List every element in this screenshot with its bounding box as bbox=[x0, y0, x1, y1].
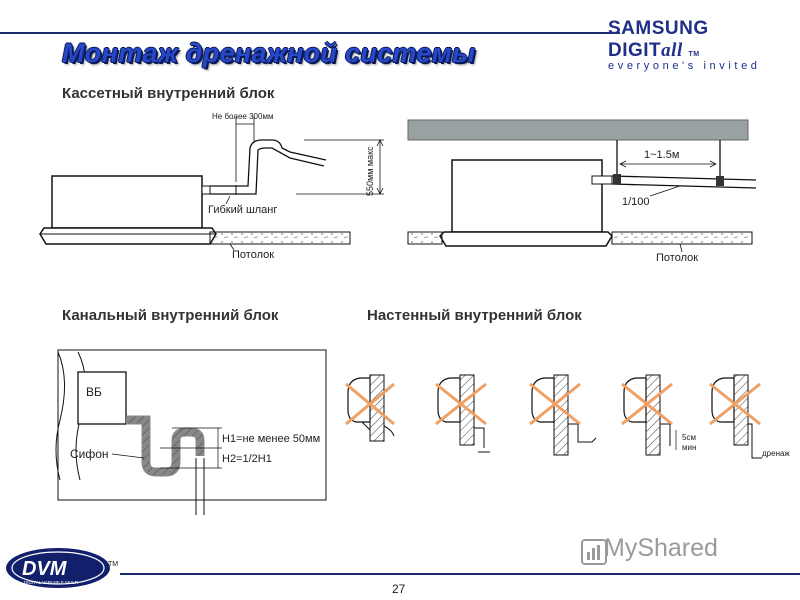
wall-variant-4: 5см мин bbox=[621, 374, 696, 456]
watermark-icon bbox=[581, 539, 607, 565]
cassette-unit-body bbox=[51, 175, 203, 229]
samsung-brand-logo: SAMSUNG DIGITall TM everyone's invited bbox=[608, 18, 786, 72]
page-title: Монтаж дренажной системы bbox=[62, 38, 476, 68]
cross-mark-5 bbox=[709, 382, 761, 426]
page-number: 27 bbox=[392, 582, 406, 596]
overhead-slab bbox=[407, 119, 749, 141]
label-slope: 1/100 bbox=[622, 196, 650, 208]
label-ceiling-left: Потолок bbox=[232, 249, 274, 261]
wall-variant-2 bbox=[435, 374, 490, 453]
label-unit: ВБ bbox=[86, 385, 102, 399]
label-support-spacing: 1~1.5м bbox=[644, 149, 679, 161]
wall-variant-1 bbox=[345, 374, 395, 442]
cassette-left-diagram: Не более 300мм 550мм макс Гибкий шланг П… bbox=[39, 112, 384, 261]
label-h2: H2=1/2H1 bbox=[222, 453, 272, 465]
section-label-cassette: Кассетный внутренний блок bbox=[62, 85, 275, 102]
duct-unit-box bbox=[77, 371, 127, 425]
cassette-panel bbox=[39, 227, 217, 245]
watermark-text: MyShared bbox=[604, 534, 718, 562]
label-min-gap: 5см bbox=[682, 433, 696, 442]
cross-mark-2 bbox=[435, 382, 487, 426]
cassette-unit-body-right bbox=[451, 159, 603, 233]
dvm-logo: DVM DIGITAL VARIABLE MULTI TM bbox=[6, 548, 118, 588]
dvm-logo-subtitle: DIGITAL VARIABLE MULTI bbox=[24, 580, 78, 585]
brand-trademark: TM bbox=[688, 51, 700, 58]
dvm-logo-trademark: TM bbox=[108, 561, 118, 568]
label-max-height: 550мм макс bbox=[365, 146, 375, 196]
label-min-gap-sub: мин bbox=[682, 443, 696, 452]
bottom-rule bbox=[120, 573, 800, 575]
duct-diagram: ВБ H1=не менее 50мм H2=1/2H1 Сифон bbox=[55, 349, 327, 515]
cross-mark-1 bbox=[345, 382, 395, 426]
label-h1: H1=не менее 50мм bbox=[222, 433, 320, 445]
brand-name-suffix: all bbox=[661, 40, 683, 61]
cross-mark-4 bbox=[621, 382, 673, 426]
wall-variant-5: дренаж bbox=[709, 374, 790, 459]
brand-name: SAMSUNG DIGIT bbox=[608, 18, 709, 61]
cassette-right-diagram: 1~1.5м 1/100 Потолок bbox=[407, 119, 757, 264]
label-drain: дренаж bbox=[762, 449, 790, 458]
dvm-logo-text: DVM bbox=[22, 558, 68, 580]
label-max-distance: Не более 300мм bbox=[212, 112, 273, 121]
label-flex-hose: Гибкий шланг bbox=[208, 204, 277, 216]
ceiling-slab-left bbox=[209, 231, 351, 245]
brand-tagline: everyone's invited bbox=[608, 60, 761, 72]
cross-mark-3 bbox=[529, 382, 581, 426]
label-trap: Сифон bbox=[70, 447, 109, 461]
wall-diagrams: 5см мин дренаж bbox=[345, 374, 790, 459]
section-label-duct: Канальный внутренний блок bbox=[62, 307, 279, 324]
section-label-wall: Настенный внутренний блок bbox=[367, 307, 582, 324]
label-ceiling-right: Потолок bbox=[656, 252, 698, 264]
top-rule bbox=[0, 32, 620, 34]
ceiling-slab-right bbox=[611, 231, 753, 245]
wall-variant-3 bbox=[529, 374, 597, 456]
